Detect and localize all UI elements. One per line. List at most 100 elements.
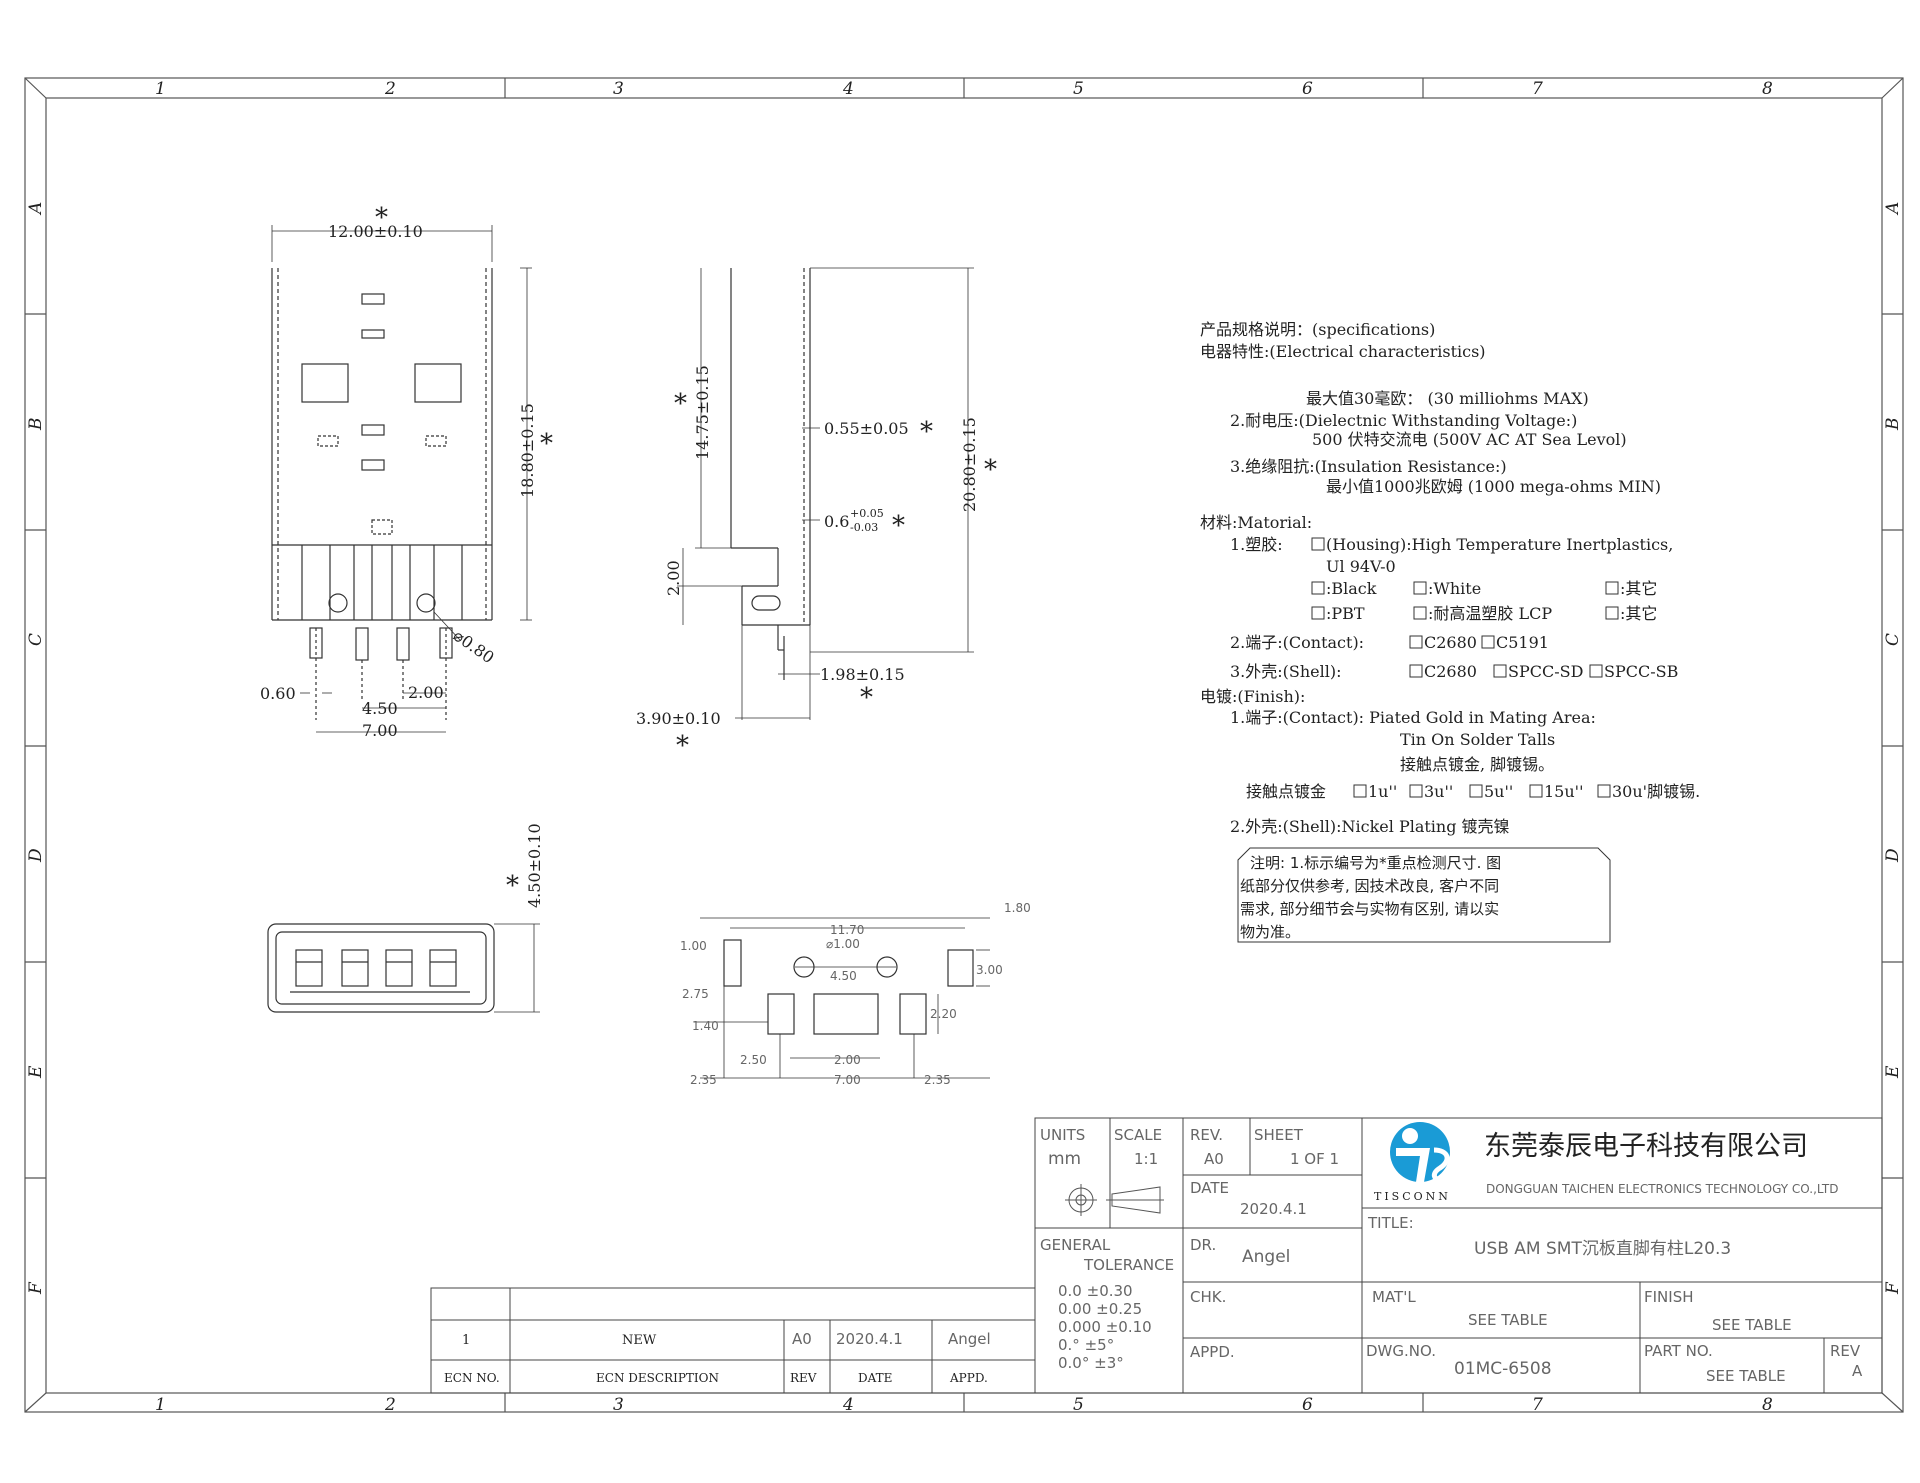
fp-dim-11-70: 11.70 bbox=[830, 923, 864, 937]
critical-mark: * bbox=[540, 429, 553, 459]
revision-label: REV bbox=[1830, 1342, 1861, 1360]
rev-header-rev: REV bbox=[790, 1371, 817, 1385]
tisconn-logo-icon bbox=[1390, 1122, 1450, 1183]
fp-dim-7-00: 7.00 bbox=[834, 1073, 861, 1087]
rev-row-rev: A0 bbox=[792, 1330, 812, 1348]
spec-finish-tin: Tin On Solder Talls bbox=[1400, 730, 1555, 749]
rev-header-appd: APPD. bbox=[949, 1371, 988, 1385]
fp-dim-1-80: 1.80 bbox=[1004, 901, 1031, 915]
critical-mark: * bbox=[920, 417, 933, 447]
rev-row-date: 2020.4.1 bbox=[836, 1330, 903, 1348]
rev-value: A0 bbox=[1204, 1150, 1224, 1168]
grid-col-1-bottom: 1 bbox=[155, 1395, 166, 1415]
spec-finish-cn: 接触点镀金, 脚镀锡。 bbox=[1400, 755, 1554, 774]
fp-dim-2-35-left: 2.35 bbox=[690, 1073, 717, 1087]
dim-0-6-plus: +0.05 bbox=[850, 507, 884, 520]
fp-dim-2-35-right: 2.35 bbox=[924, 1073, 951, 1087]
dim-2-00: 2.00 bbox=[664, 560, 683, 596]
fp-dim-1-00: 1.00 bbox=[680, 939, 707, 953]
rev-label: REV. bbox=[1190, 1126, 1223, 1144]
grid-col-6-bottom: 6 bbox=[1302, 1395, 1313, 1415]
date-value: 2020.4.1 bbox=[1240, 1200, 1307, 1218]
front-view bbox=[271, 225, 532, 733]
spec-black: :Black bbox=[1326, 579, 1377, 598]
part-number-value: SEE TABLE bbox=[1706, 1367, 1786, 1385]
grid-row-D-right: D bbox=[1883, 848, 1903, 863]
dim-4-50: 4.50±0.10 bbox=[525, 823, 544, 908]
grid-col-2: 2 bbox=[384, 79, 396, 99]
title-block-text: UNITS mm SCALE 1:1 REV. A0 SHEET 1 OF 1 … bbox=[1040, 1126, 1863, 1385]
grid-row-F-right: F bbox=[1883, 1281, 1903, 1295]
projection-symbol-icon bbox=[1065, 1184, 1164, 1216]
spec-dielectric-value: 500 伏特交流电 (500V AC AT Sea Levol) bbox=[1312, 430, 1627, 449]
grid-column-labels-bottom: 1 2 3 4 5 6 7 8 bbox=[155, 1395, 1773, 1415]
grid-col-5: 5 bbox=[1073, 79, 1084, 99]
spec-housing: (Housing):High Temperature Inertplastics… bbox=[1326, 535, 1673, 554]
spec-heading: 产品规格说明：(specifications) bbox=[1200, 320, 1435, 339]
specifications-text: 产品规格说明：(specifications) 电器特性:(Electrical… bbox=[1200, 320, 1700, 836]
critical-mark: * bbox=[674, 389, 687, 419]
pcb-footprint bbox=[694, 917, 990, 1079]
spec-gold-1u: 1u'' bbox=[1368, 782, 1397, 801]
grid-row-D: D bbox=[26, 848, 46, 863]
grid-col-8-bottom: 8 bbox=[1762, 1395, 1773, 1415]
date-label: DATE bbox=[1190, 1179, 1229, 1197]
tolerance-5: 0.0° ±3° bbox=[1058, 1354, 1124, 1372]
tolerance-label-2: TOLERANCE bbox=[1083, 1256, 1174, 1274]
checked-by-label: CHK. bbox=[1190, 1288, 1226, 1306]
spec-lcp: :耐高温塑胶 LCP bbox=[1428, 604, 1552, 623]
grid-col-1: 1 bbox=[155, 79, 166, 99]
tolerance-3: 0.000 ±0.10 bbox=[1058, 1318, 1152, 1336]
critical-mark: * bbox=[375, 203, 388, 233]
critical-mark: * bbox=[860, 683, 873, 713]
rev-header-description: ECN DESCRIPTION bbox=[596, 1371, 719, 1385]
revision-table-text: 1 NEW A0 2020.4.1 Angel ECN NO. ECN DESC… bbox=[444, 1330, 991, 1385]
rev-header-ecn-no: ECN NO. bbox=[444, 1371, 500, 1385]
units-value: mm bbox=[1048, 1149, 1081, 1169]
side-view bbox=[677, 267, 974, 720]
fp-dim-2-20: 2.20 bbox=[930, 1007, 957, 1021]
grid-col-5-bottom: 5 bbox=[1073, 1395, 1084, 1415]
spec-other-1: :其它 bbox=[1620, 579, 1657, 598]
rev-row-no: 1 bbox=[462, 1333, 470, 1348]
grid-col-7: 7 bbox=[1532, 79, 1543, 99]
note-line-2: 纸部分仅供参考, 因技术改良, 客户不同 bbox=[1240, 877, 1499, 895]
grid-col-7-bottom: 7 bbox=[1532, 1395, 1543, 1415]
title-block bbox=[1034, 1117, 1883, 1394]
grid-row-A-right: A bbox=[1883, 202, 1903, 216]
dim-pin-width: 0.60 bbox=[260, 684, 296, 703]
spec-shell-spcc-sb: SPCC-SB bbox=[1604, 662, 1678, 681]
sheet-label: SHEET bbox=[1254, 1126, 1304, 1144]
grid-row-B-right: B bbox=[1883, 418, 1903, 432]
company-name-en: DONGGUAN TAICHEN ELECTRONICS TECHNOLOGY … bbox=[1486, 1182, 1839, 1196]
grid-row-E: E bbox=[26, 1065, 46, 1079]
spec-gold-30u: 30u'脚镀锡. bbox=[1612, 782, 1700, 801]
rev-row-appd: Angel bbox=[948, 1330, 991, 1348]
grid-column-labels-top: 1 2 3 4 5 6 7 8 bbox=[155, 79, 1773, 99]
spec-finish-contact: 1.端子:(Contact): Piated Gold in Mating Ar… bbox=[1230, 708, 1596, 727]
approved-by-label: APPD. bbox=[1190, 1343, 1235, 1361]
spec-shell-c2680: C2680 bbox=[1424, 662, 1477, 681]
dim-0-55: 0.55±0.05 bbox=[824, 419, 909, 438]
grid-row-labels-left: A B C D E F bbox=[26, 202, 46, 1295]
material-label: MAT'L bbox=[1372, 1288, 1416, 1306]
grid-col-3: 3 bbox=[613, 79, 624, 99]
sheet-value: 1 OF 1 bbox=[1290, 1150, 1339, 1168]
logo-text: TISCONN bbox=[1374, 1190, 1451, 1203]
spec-white: :White bbox=[1428, 579, 1481, 598]
fp-dim-2-00: 2.00 bbox=[834, 1053, 861, 1067]
dim-pitch-7: 7.00 bbox=[362, 721, 398, 740]
grid-row-F: F bbox=[26, 1281, 46, 1295]
grid-row-labels-right: A B C D E F bbox=[1883, 202, 1903, 1295]
spec-shell-spcc-sd: SPCC-SD bbox=[1508, 662, 1583, 681]
rev-row-desc: NEW bbox=[622, 1333, 657, 1348]
spec-gold-label: 接触点镀金 bbox=[1246, 782, 1326, 801]
note-line-4: 物为准。 bbox=[1240, 923, 1300, 941]
spec-finish: 电镀:(Finish): bbox=[1200, 687, 1305, 706]
drawing-number-label: DWG.NO. bbox=[1366, 1342, 1436, 1360]
note-box: 注明: 1.标示编号为*重点检测尺寸. 图 纸部分仅供参考, 因技术改良, 客户… bbox=[1237, 847, 1611, 943]
dim-1-98: 1.98±0.15 bbox=[820, 665, 905, 684]
units-label: UNITS bbox=[1040, 1126, 1085, 1144]
spec-shell: 3.外壳:(Shell): bbox=[1230, 662, 1342, 681]
spec-gold-15u: 15u'' bbox=[1544, 782, 1583, 801]
